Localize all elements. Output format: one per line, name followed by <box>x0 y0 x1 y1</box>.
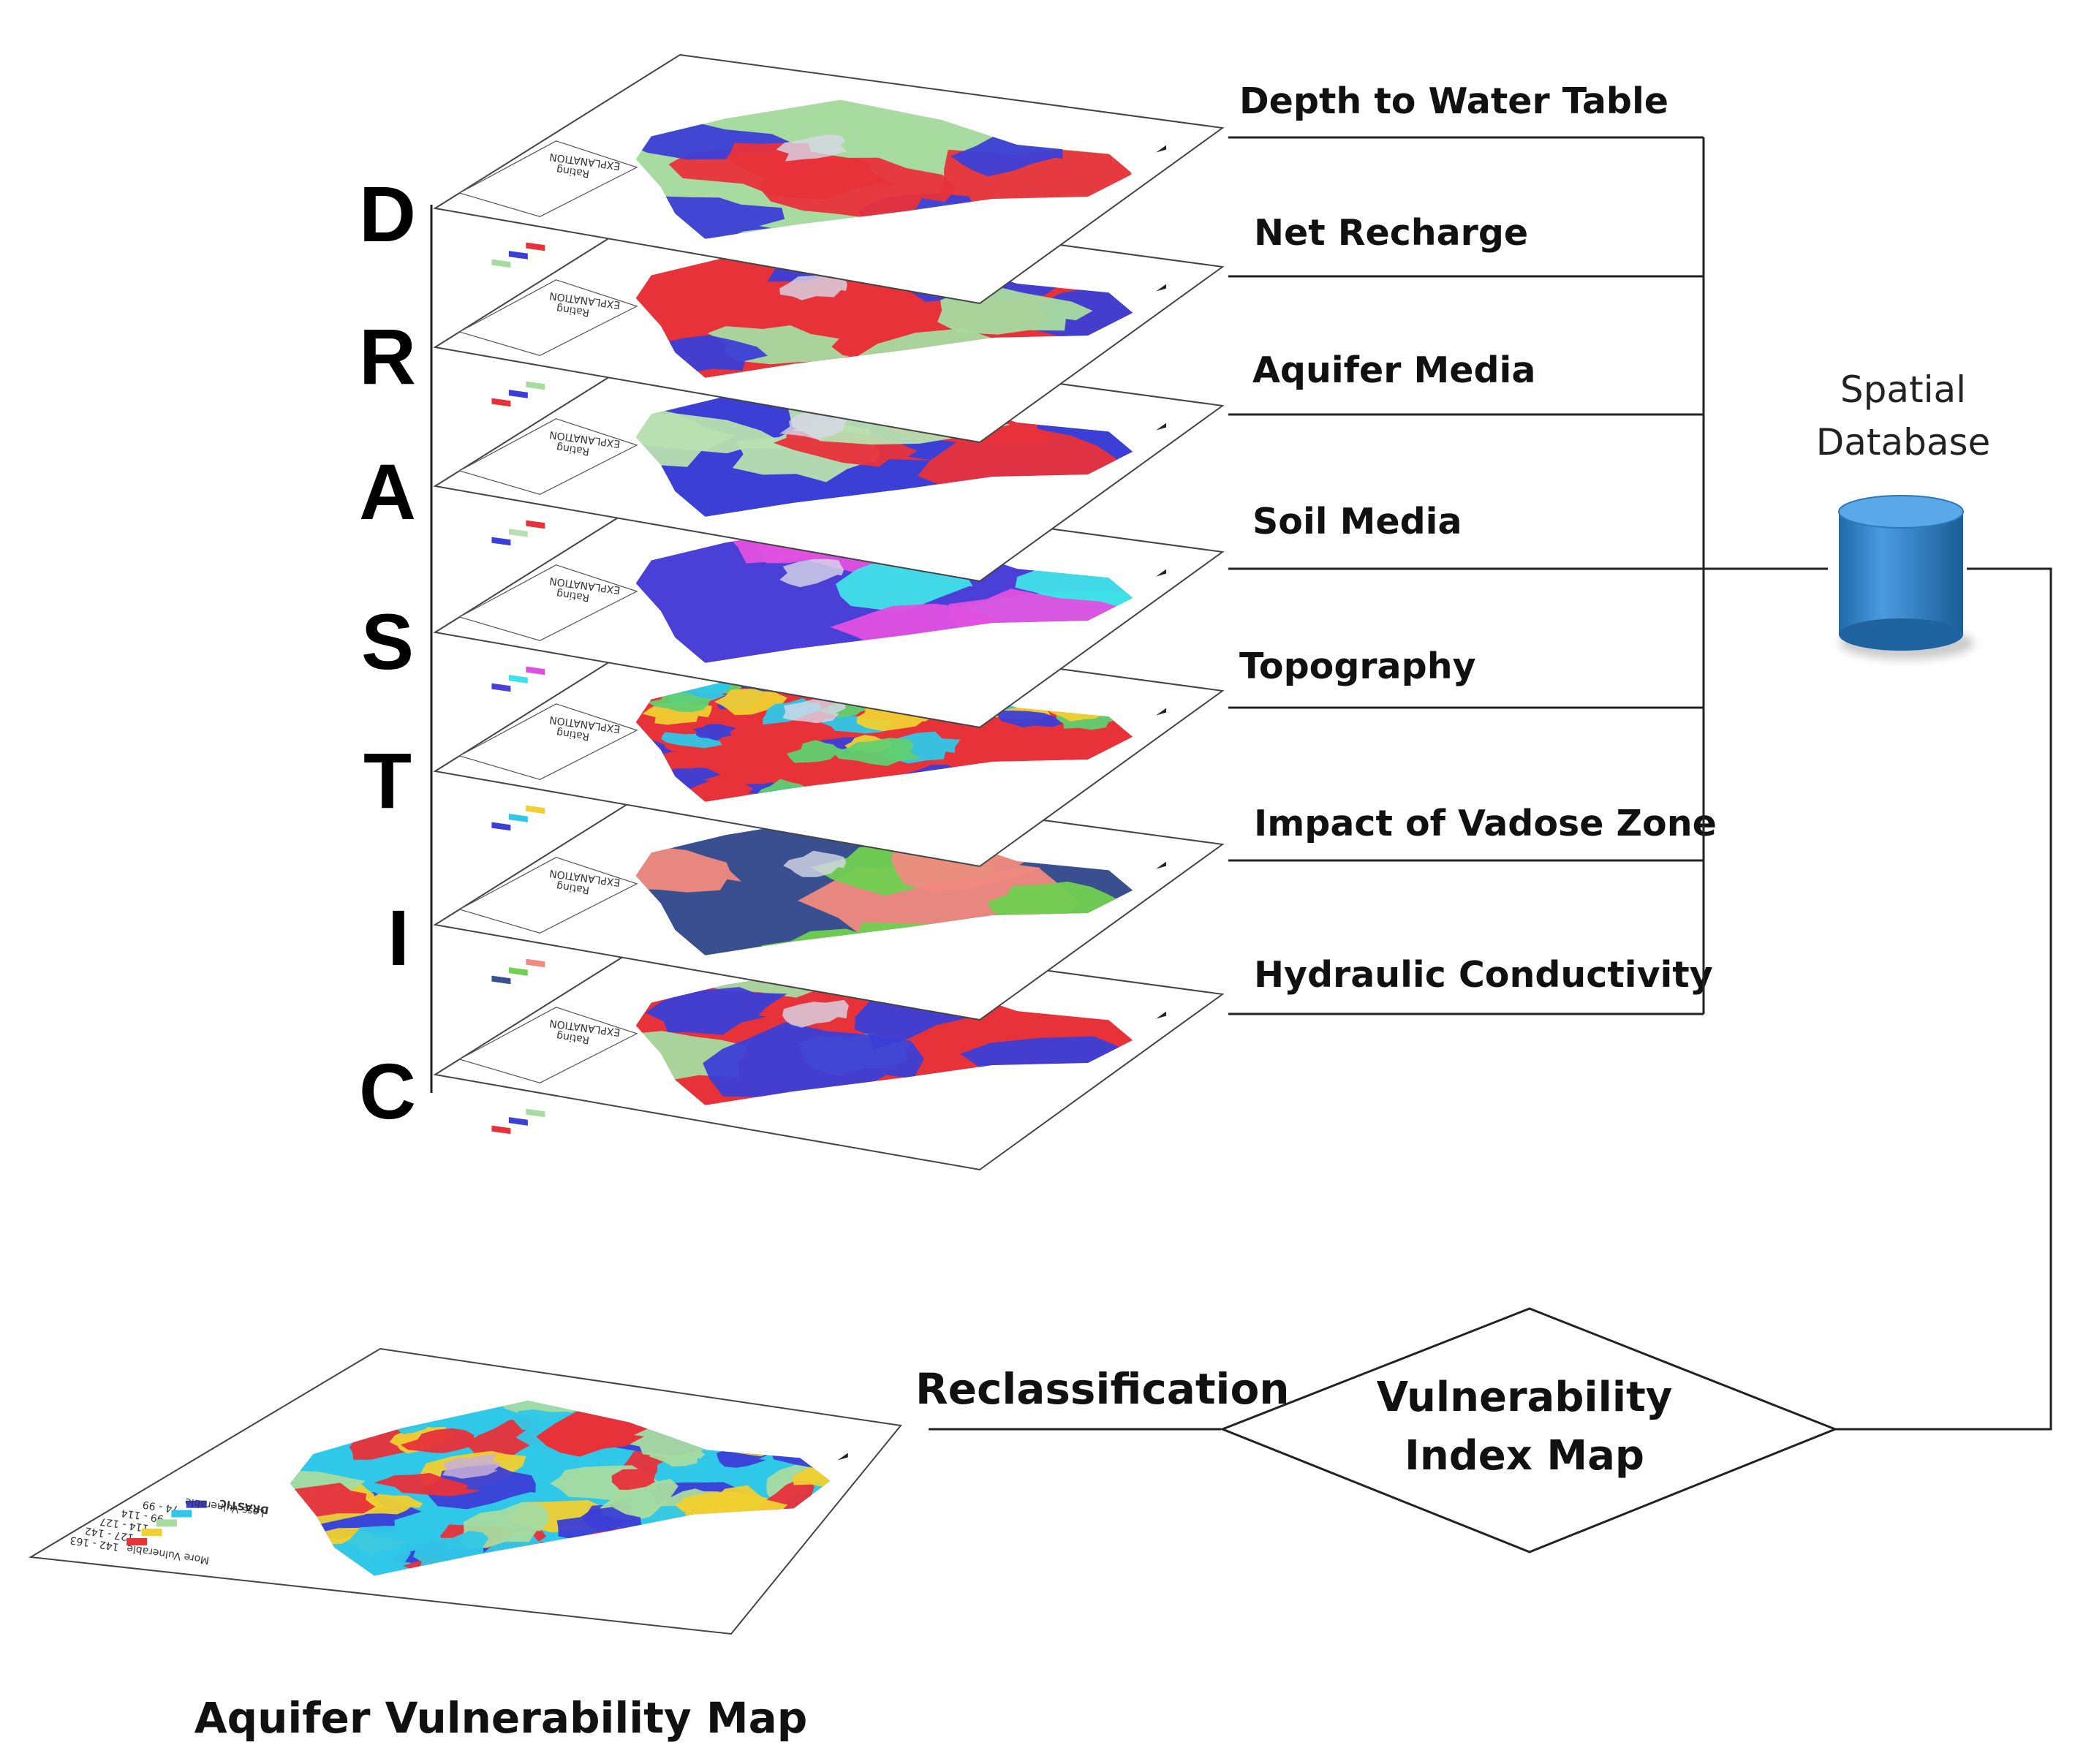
spatial-database-label-line1: Spatial <box>1840 368 1966 411</box>
label-hydraulic-conductivity: Hydraulic Conductivity <box>1254 954 1713 996</box>
north-arrow-icon <box>1156 557 1167 577</box>
decision-diamond <box>1219 1307 1839 1553</box>
letter-s: S <box>361 597 414 686</box>
legend-swatch <box>508 390 528 398</box>
legend-box <box>458 703 638 780</box>
label-impact-of-vadose-zone: Impact of Vadose Zone <box>1254 803 1717 844</box>
legend-swatch <box>526 242 545 251</box>
legend-rating: Rating <box>556 879 590 896</box>
legend-swatch <box>491 259 511 268</box>
legend-box <box>458 279 638 356</box>
legend-swatch <box>508 1117 528 1126</box>
north-arrow-icon <box>837 1441 848 1461</box>
legend-swatch <box>526 805 545 814</box>
output-legend-swatch <box>141 1529 162 1537</box>
letter-c: C <box>359 1047 416 1135</box>
north-arrow-icon <box>1156 411 1167 431</box>
north-arrow-icon <box>1156 133 1167 153</box>
legend-rating: Rating <box>556 163 590 179</box>
legend-box <box>458 564 638 641</box>
legend-box <box>458 857 638 934</box>
drastic-letters: D R A S T I C <box>359 170 416 1135</box>
legend-rating: Rating <box>556 726 590 742</box>
database-cylinder-icon <box>1838 495 1974 659</box>
legend-rating: Rating <box>556 302 590 318</box>
legend-swatch <box>491 975 511 985</box>
label-aquifer-media: Aquifer Media <box>1252 349 1535 391</box>
legend-swatch <box>491 822 511 831</box>
letter-i: I <box>388 893 409 982</box>
letter-d: D <box>359 170 416 258</box>
north-arrow-icon <box>1156 999 1167 1019</box>
output-legend-swatch <box>156 1519 177 1527</box>
letter-r: R <box>359 312 416 401</box>
label-topography: Topography <box>1239 646 1476 687</box>
legend-swatch <box>508 967 528 976</box>
legend-swatch <box>526 1108 545 1118</box>
north-arrow-icon <box>1156 696 1167 716</box>
reclassification-label: Reclassification <box>915 1364 1290 1414</box>
legend-box <box>458 418 638 495</box>
letter-t: T <box>363 736 412 825</box>
map-layer-stack: EXPLANATIONRatingEXPLANATIONRatingEXPLAN… <box>433 53 1225 1171</box>
legend-swatch <box>508 529 528 537</box>
label-depth-to-water-table: Depth to Water Table <box>1239 80 1668 122</box>
legend-rating: Rating <box>556 587 590 603</box>
legend-box <box>458 1007 638 1083</box>
label-net-recharge: Net Recharge <box>1254 212 1528 254</box>
layer-labels: Depth to Water Table Net Recharge Aquife… <box>1239 80 1717 996</box>
legend-swatch <box>526 958 545 968</box>
legend-rating: Rating <box>556 441 590 457</box>
vulnerability-node-line2: Index Map <box>1405 1432 1644 1480</box>
output-legend-swatch <box>171 1510 192 1518</box>
vulnerability-node-line1: Vulnerability <box>1377 1374 1673 1421</box>
legend-swatch <box>526 666 545 675</box>
spatial-database-label-line2: Database <box>1816 421 1991 463</box>
legend-swatch <box>491 683 511 692</box>
layer-connectors <box>929 136 2052 1431</box>
output-map-title: Aquifer Vulnerability Map <box>194 1693 808 1743</box>
legend-swatch <box>508 814 528 822</box>
letter-a: A <box>359 447 416 536</box>
label-soil-media: Soil Media <box>1252 501 1462 542</box>
legend-swatch <box>491 537 511 546</box>
output-legend-class: 74 - 99 <box>142 1498 179 1515</box>
spatial-database: Spatial Database <box>1816 368 1991 659</box>
legend-swatch <box>526 520 545 529</box>
vulnerability-index-node: Vulnerability Index Map <box>1219 1307 1839 1553</box>
north-arrow-icon <box>1156 849 1167 869</box>
legend-swatch <box>526 381 545 390</box>
north-arrow-icon <box>1156 272 1167 292</box>
legend-swatch <box>491 398 511 407</box>
legend-swatch <box>508 675 528 684</box>
legend-swatch <box>491 1125 511 1135</box>
legend-swatch <box>508 251 528 260</box>
output-legend-swatch <box>186 1500 207 1508</box>
legend-rating: Rating <box>556 1029 590 1045</box>
legend-box <box>458 140 638 217</box>
output-legend-swatch <box>126 1538 148 1545</box>
